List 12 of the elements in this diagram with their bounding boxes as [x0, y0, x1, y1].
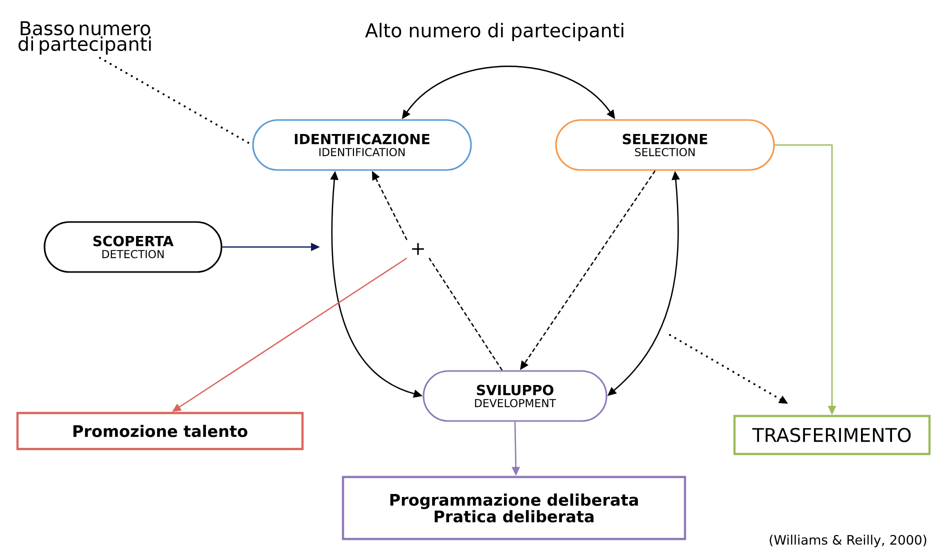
annotation-text: Alto numero di partecipanti: [365, 22, 624, 42]
citation-text: (Williams & Reilly, 2000): [770, 534, 926, 548]
outcome-box: TRASFERIMENTO: [733, 414, 931, 456]
pill-box: SCOPERTA DETECTION: [44, 221, 222, 273]
outcome-box: Programmazione deliberata Pratica deliberata: [342, 476, 686, 540]
pill-box: IDENTIFICAZIONE IDENTIFICATION: [252, 119, 472, 171]
plus-sign: +: [412, 243, 424, 255]
outcome-box: Promozione talento: [16, 412, 304, 450]
pill-box: SVILUPPO DEVELOPMENT: [422, 370, 608, 422]
pill-box: SELEZIONE SELECTION: [555, 119, 775, 171]
annotation-text: Basso numero di partecipanti: [18, 21, 151, 55]
dashed-line: [428, 258, 503, 371]
